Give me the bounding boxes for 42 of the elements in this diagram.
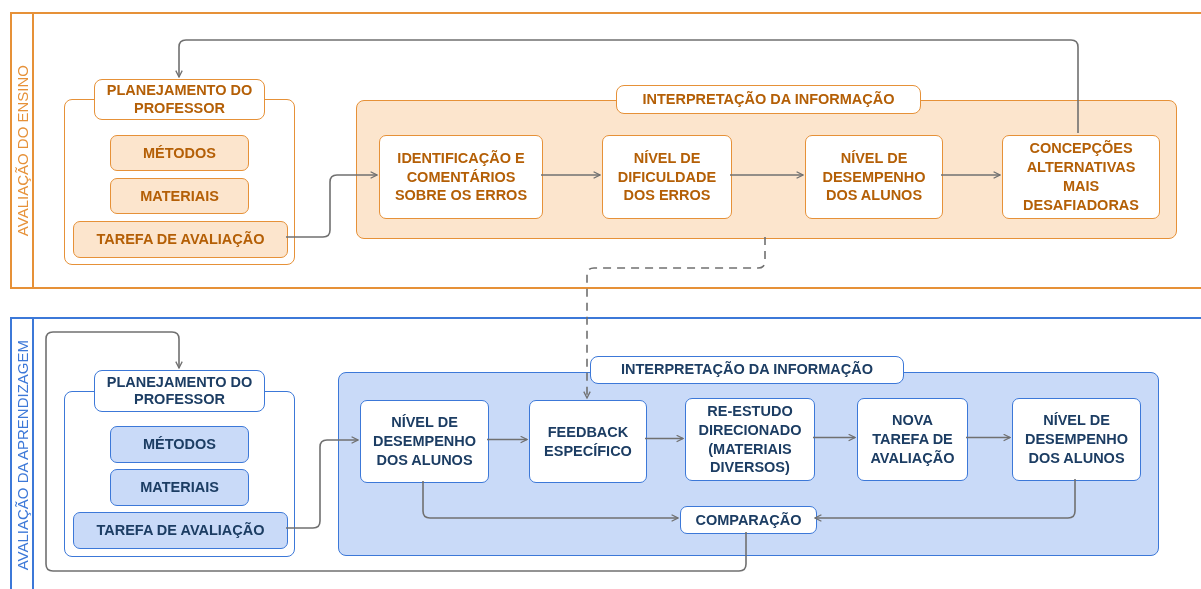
- arrow: [940, 171, 1001, 179]
- arrow: [644, 434, 684, 443]
- arrow: [965, 433, 1011, 442]
- lane-title: AVALIAÇÃO DO ENSINO: [13, 64, 31, 237]
- arrow: [814, 478, 1076, 522]
- process-box: NOVA TAREFA DE AVALIAÇÃO: [857, 398, 968, 481]
- process-box: NÍVEL DE DESEMPENHO DOS ALUNOS: [1012, 398, 1141, 481]
- swimlane: [10, 12, 1201, 289]
- process-box: MÉTODOS: [110, 426, 249, 463]
- process-box: TAREFA DE AVALIAÇÃO: [73, 221, 288, 258]
- group-frame: [356, 85, 1177, 239]
- arrow: [540, 171, 601, 179]
- arrow: [285, 171, 378, 238]
- arrow: [486, 435, 528, 444]
- arrow: [422, 480, 679, 522]
- group-frame: [64, 79, 295, 265]
- process-box: NÍVEL DE DIFICULDADE DOS ERROS: [602, 135, 732, 219]
- process-box: MÉTODOS: [110, 135, 249, 171]
- arrow: [729, 171, 804, 179]
- process-box: CONCEPÇÕES ALTERNATIVAS MAIS DESAFIADORAS: [1002, 135, 1160, 219]
- arrow: [285, 436, 359, 529]
- group-heading: PLANEJAMENTO DO PROFESSOR: [94, 370, 265, 412]
- process-box: FEEDBACK ESPECÍFICO: [529, 400, 647, 483]
- group-heading: INTERPRETAÇÃO DA INFORMAÇÃO: [590, 356, 904, 384]
- process-box: MATERIAIS: [110, 178, 249, 214]
- lane-title: AVALIAÇÃO DA APRENDIZAGEM: [13, 339, 31, 571]
- arrow: [583, 236, 766, 399]
- group-frame: [64, 370, 295, 557]
- process-box: RE-ESTUDO DIRECIONADO (MATERIAIS DIVERSOS): [685, 398, 815, 481]
- group-frame: [338, 356, 1159, 556]
- process-box: COMPARAÇÃO: [680, 506, 817, 534]
- arrow: [812, 433, 856, 442]
- process-box: NÍVEL DE DESEMPENHO DOS ALUNOS: [805, 135, 943, 219]
- process-box: IDENTIFICAÇÃO E COMENTÁRIOS SOBRE OS ERROS: [379, 135, 543, 219]
- swimlane: [10, 317, 1201, 589]
- process-box: MATERIAIS: [110, 469, 249, 506]
- process-box: NÍVEL DE DESEMPENHO DOS ALUNOS: [360, 400, 489, 483]
- process-box: TAREFA DE AVALIAÇÃO: [73, 512, 288, 549]
- arrow: [45, 331, 747, 572]
- group-heading: INTERPRETAÇÃO DA INFORMAÇÃO: [616, 85, 921, 114]
- arrow: [175, 39, 1079, 134]
- group-heading: PLANEJAMENTO DO PROFESSOR: [94, 79, 265, 120]
